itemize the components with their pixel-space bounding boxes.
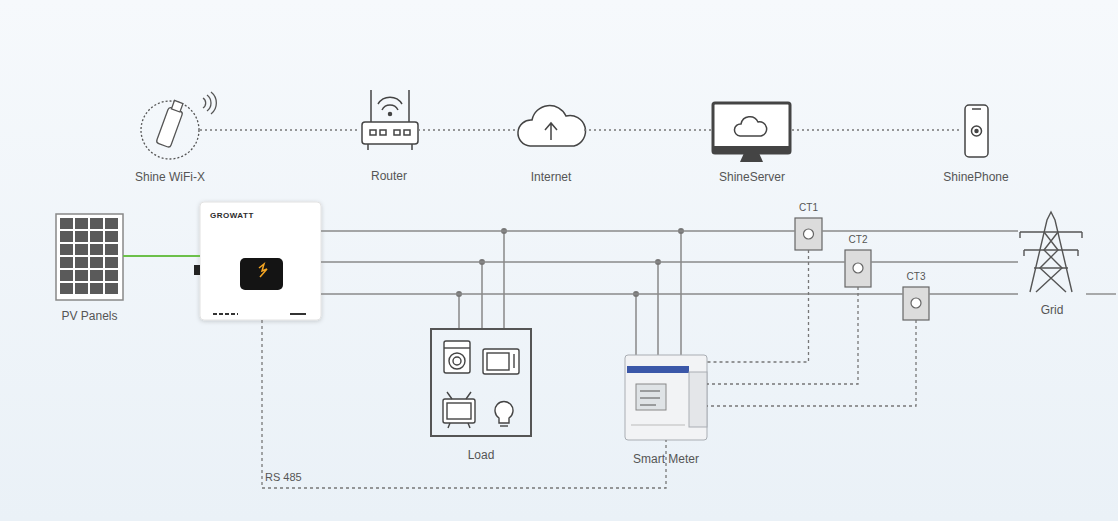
label-wrap: Grid	[1041, 300, 1064, 318]
label-wrap: CT2	[849, 229, 868, 247]
grid-node: Grid	[1018, 216, 1086, 294]
pv-panel-icon	[56, 214, 123, 300]
connector-line	[792, 129, 962, 130]
monitor-icon	[713, 103, 790, 162]
server-node: ShineServer	[712, 100, 792, 162]
node-label: Internet	[531, 170, 572, 184]
internet-node: Internet	[518, 108, 584, 150]
inverter-box: GROWATT	[200, 202, 321, 320]
phone-node: ShinePhone	[962, 104, 990, 160]
node-label: Router	[371, 169, 407, 183]
label-wrap: CT1	[799, 197, 818, 215]
connector-line	[707, 287, 858, 384]
label-wrap: PV Panels	[61, 306, 117, 324]
label-wrap: Router	[371, 166, 407, 184]
connector-line	[321, 230, 795, 232]
ct-box: CT3	[903, 287, 929, 320]
connector-line	[707, 250, 809, 362]
ct-clamp-icons	[795, 218, 929, 320]
node-label: ShineServer	[719, 170, 785, 184]
edge-label: RS 485	[265, 471, 302, 483]
brand-logo: GROWATT	[210, 211, 254, 220]
pylon-icon	[1020, 212, 1116, 294]
connector-line	[200, 129, 360, 130]
label-wrap: Shine WiFi-X	[135, 167, 205, 185]
ct-box: CT2	[845, 250, 871, 287]
load-taps	[456, 228, 684, 355]
connector-line	[584, 129, 712, 130]
connector-line	[871, 261, 1018, 263]
ct-label: CT2	[849, 234, 868, 245]
connector-line	[321, 261, 845, 263]
node-label: PV Panels	[61, 309, 117, 323]
router-node: Router	[360, 86, 418, 156]
wifi-dongle-icon	[141, 92, 216, 159]
pv-panel-node: PV Panels	[56, 214, 123, 300]
load-box: Load	[430, 328, 532, 437]
label-wrap: ShinePhone	[943, 167, 1008, 185]
smart-meter-icon	[625, 355, 707, 440]
wifi-node: Shine WiFi-X	[140, 98, 200, 162]
node-label: Shine WiFi-X	[135, 170, 205, 184]
ct-box: CT1	[795, 218, 822, 250]
connector-line	[707, 320, 916, 406]
connector-line	[929, 293, 1018, 295]
meter-node: Smart Meter	[625, 355, 707, 440]
appliance-icons	[443, 341, 519, 428]
connector-line	[123, 255, 200, 257]
connector-line	[321, 293, 903, 295]
label-wrap: CT3	[907, 266, 926, 284]
label-wrap: Load	[468, 445, 495, 463]
node-label: Grid	[1041, 303, 1064, 317]
connector-line	[262, 320, 666, 488]
ct-label: CT3	[907, 271, 926, 282]
node-label: ShinePhone	[943, 170, 1008, 184]
router-icon	[362, 90, 418, 150]
node-label: Load	[468, 448, 495, 462]
ct-label: CT1	[799, 202, 818, 213]
label-wrap: Internet	[531, 167, 572, 185]
label-wrap: ShineServer	[719, 167, 785, 185]
inverter-icon	[194, 202, 321, 320]
label-wrap: Smart Meter	[633, 449, 699, 467]
phone-icon	[965, 105, 988, 157]
connector-line	[418, 129, 518, 130]
connector-line	[822, 230, 1018, 232]
cloud-icon	[518, 106, 586, 146]
node-label: Smart Meter	[633, 452, 699, 466]
